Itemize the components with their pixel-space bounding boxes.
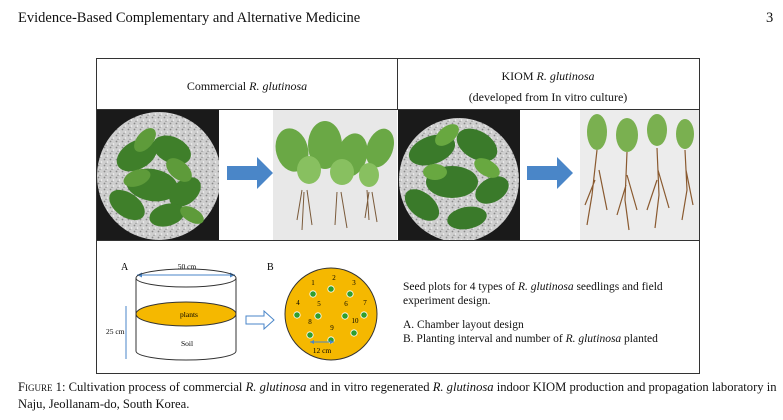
planting-spot (360, 311, 368, 319)
arrow-icon (527, 157, 573, 189)
planting-spot (327, 285, 335, 293)
diagram-a-chamber: A 50 cm plants Soil 25 cm (106, 262, 237, 361)
figure-1: Commercial R. glutinosa KIOM R. glutinos… (96, 58, 700, 374)
height-label: 25 cm (106, 327, 125, 336)
planting-spot-number: 4 (296, 299, 300, 307)
description-item-a: A. Chamber layout design (403, 319, 524, 331)
description-line-2: experiment design. (403, 295, 491, 307)
planting-spot-number: 6 (344, 300, 348, 308)
diameter-label: 50 cm (178, 262, 197, 271)
planting-spot-number: 5 (317, 300, 321, 308)
photo-strip (97, 110, 699, 240)
design-description: Seed plots for 4 types of R. glutinosa s… (403, 280, 695, 346)
diagram-a-label: A (121, 262, 129, 273)
photo-divider (97, 240, 699, 241)
planting-spot (350, 329, 358, 337)
planting-spot-number: 3 (352, 279, 356, 287)
planting-spot (314, 312, 322, 320)
interval-label: 12 cm (313, 346, 332, 355)
planting-spot-number: 2 (332, 274, 336, 282)
diagram-b-label: B (267, 262, 274, 273)
planting-spot-number: 1 (311, 279, 315, 287)
planting-spot (293, 311, 301, 319)
right-header-prefix: KIOM (501, 69, 537, 83)
diagram-b-planting: B 1 2 3 4 5 6 7 8 9 10 12 cm (267, 262, 378, 361)
planting-spot-number: 10 (352, 317, 360, 325)
right-column-header: KIOM R. glutinosa (developed from In vit… (397, 59, 699, 109)
header-divider (97, 109, 699, 110)
planting-spot (341, 312, 349, 320)
caption-label: Figure 1: (18, 380, 66, 394)
planting-spot-number: 8 (308, 318, 312, 326)
right-header-subtitle: (developed from In vitro culture) (468, 90, 628, 104)
left-header-italic: R. glutinosa (249, 79, 308, 93)
arrow-icon (227, 157, 273, 189)
soil-label: Soil (181, 339, 193, 348)
page-number: 3 (766, 10, 774, 26)
plants-label: plants (180, 310, 198, 319)
journal-title: Evidence-Based Complementary and Alterna… (18, 10, 361, 26)
right-header-italic: R. glutinosa (536, 69, 595, 83)
left-header-prefix: Commercial (186, 79, 250, 93)
arrow-icon (245, 309, 275, 331)
planting-spot (346, 290, 354, 298)
description-line-1: Seed plots for 4 types of R. glutinosa s… (403, 281, 663, 293)
planting-spot (306, 331, 314, 339)
photo-kiom-seedlings (580, 110, 699, 240)
planting-spot (309, 290, 317, 298)
photo-commercial-seedlings (273, 110, 397, 240)
photo-kiom-top-view (398, 110, 520, 240)
left-column-header: Commercial R. glutinosa (97, 59, 398, 109)
description-item-b: B. Planting interval and number of R. gl… (403, 333, 658, 345)
design-diagrams: A 50 cm plants Soil 25 cm B 1 2 3 4 5 6 (106, 262, 378, 361)
planting-spot-number: 7 (363, 299, 367, 307)
photo-commercial-top-view (97, 110, 221, 240)
figure-caption: Figure 1: Cultivation process of commerc… (18, 380, 777, 411)
planting-spot-number: 9 (330, 324, 334, 332)
